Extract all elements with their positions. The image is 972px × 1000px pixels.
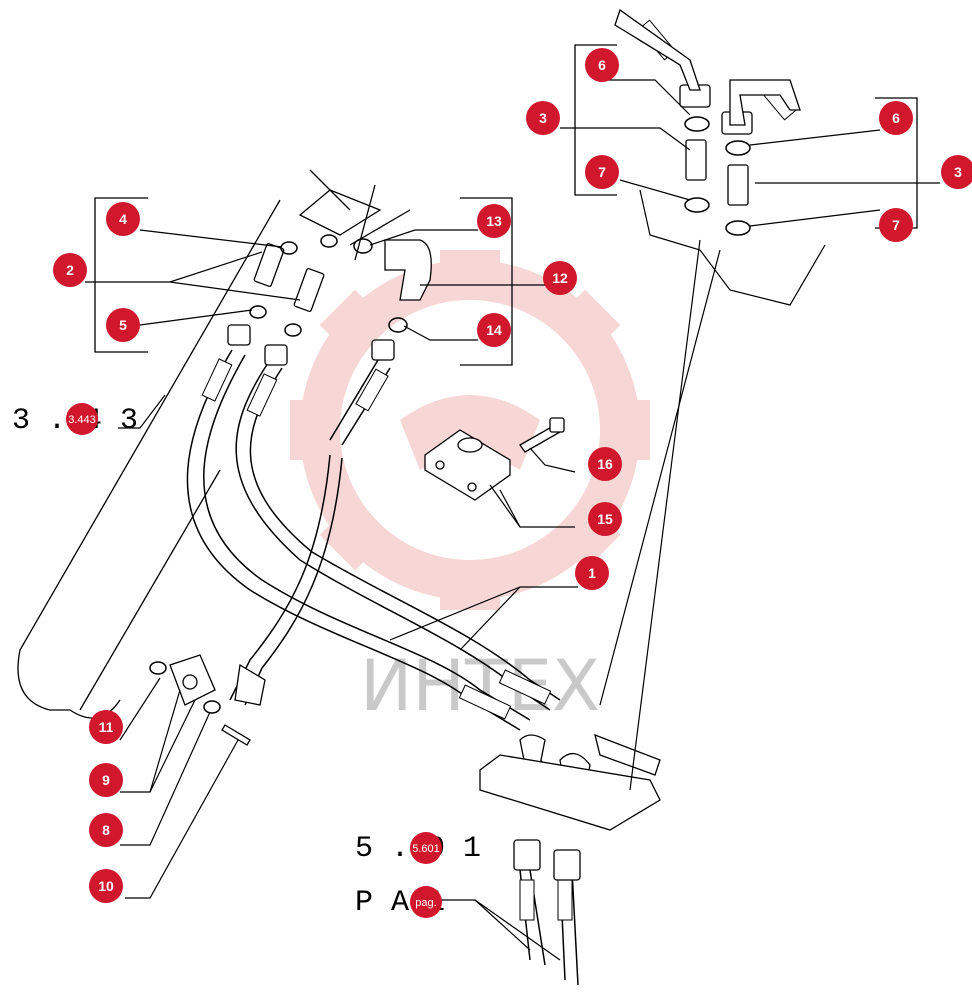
callout-label: 8 (102, 822, 110, 838)
callout-c15[interactable]: 15 (588, 502, 622, 536)
callout-circle (89, 763, 123, 797)
o-rings (149, 116, 751, 714)
callout-c10[interactable]: 10 (89, 869, 123, 903)
callout-label: 4 (119, 211, 127, 227)
group-brackets (94, 44, 918, 366)
callout-circle (588, 502, 622, 536)
callout-label: 2 (66, 262, 74, 278)
callout-label: 6 (598, 57, 606, 73)
callout-circle (89, 710, 123, 744)
callout-label: 13 (486, 213, 502, 229)
callout-c13[interactable]: 13 (477, 204, 511, 238)
callout-label: 7 (598, 164, 606, 180)
svg-text:pag.: pag. (415, 897, 436, 909)
callout-circle (477, 313, 511, 347)
svg-text:5.601: 5.601 (412, 843, 440, 855)
callout-circle (53, 253, 87, 287)
callout-label: 5 (119, 317, 127, 333)
clamp-and-bolts (169, 417, 661, 831)
cylinder-body (17, 169, 411, 719)
callout-circle (585, 155, 619, 189)
callout-c7a[interactable]: 7 (585, 155, 619, 189)
callout-label: 9 (102, 772, 110, 788)
callout-c9[interactable]: 9 (89, 763, 123, 797)
ref-mid-badge[interactable]: 5.601 (410, 832, 442, 864)
callout-c4[interactable]: 4 (106, 202, 140, 236)
watermark-gear (290, 250, 650, 610)
leader-lines (85, 79, 940, 961)
callout-circle (575, 556, 609, 590)
callout-c3a[interactable]: 3 (526, 101, 560, 135)
callout-label: 15 (597, 511, 613, 527)
callout-c6b[interactable]: 6 (879, 101, 913, 135)
callout-circle (106, 308, 140, 342)
callout-label: 7 (892, 217, 900, 233)
callout-c7b[interactable]: 7 (879, 208, 913, 242)
callout-c12[interactable]: 12 (543, 261, 577, 295)
callout-label: 3 (539, 110, 547, 126)
callout-circle (89, 813, 123, 847)
callout-circle (106, 202, 140, 236)
callout-label: 14 (486, 322, 502, 338)
callout-label: 6 (892, 110, 900, 126)
callout-circle (526, 101, 560, 135)
callout-circle (89, 869, 123, 903)
watermark-text: ИНТЕХ (360, 645, 600, 727)
callout-c5[interactable]: 5 (106, 308, 140, 342)
svg-text:3.443: 3.443 (68, 414, 96, 426)
fittings (227, 8, 801, 881)
callout-circle (585, 48, 619, 82)
callout-circle (543, 261, 577, 295)
callout-label: 11 (99, 719, 114, 735)
callout-label: 10 (98, 878, 114, 894)
callout-label: 1 (588, 565, 596, 581)
hose-assembly (186, 349, 579, 986)
ref-left-badge[interactable]: 3.443 (66, 403, 98, 435)
callout-circle (588, 447, 622, 481)
callout-c16[interactable]: 16 (588, 447, 622, 481)
callout-label: 3 (954, 164, 962, 180)
callout-c6a[interactable]: 6 (585, 48, 619, 82)
callout-c11[interactable]: 11 (89, 710, 123, 744)
callout-c1[interactable]: 1 (575, 556, 609, 590)
callout-circle (941, 155, 972, 189)
callout-circle (477, 204, 511, 238)
callout-circle (879, 101, 913, 135)
callout-c2[interactable]: 2 (53, 253, 87, 287)
callout-c14[interactable]: 14 (477, 313, 511, 347)
callout-label: 12 (552, 270, 568, 286)
callout-c8[interactable]: 8 (89, 813, 123, 847)
ref-page-badge[interactable]: pag. (410, 886, 442, 918)
callout-circle (879, 208, 913, 242)
callout-label: 16 (597, 456, 613, 472)
callout-c3b[interactable]: 3 (941, 155, 972, 189)
